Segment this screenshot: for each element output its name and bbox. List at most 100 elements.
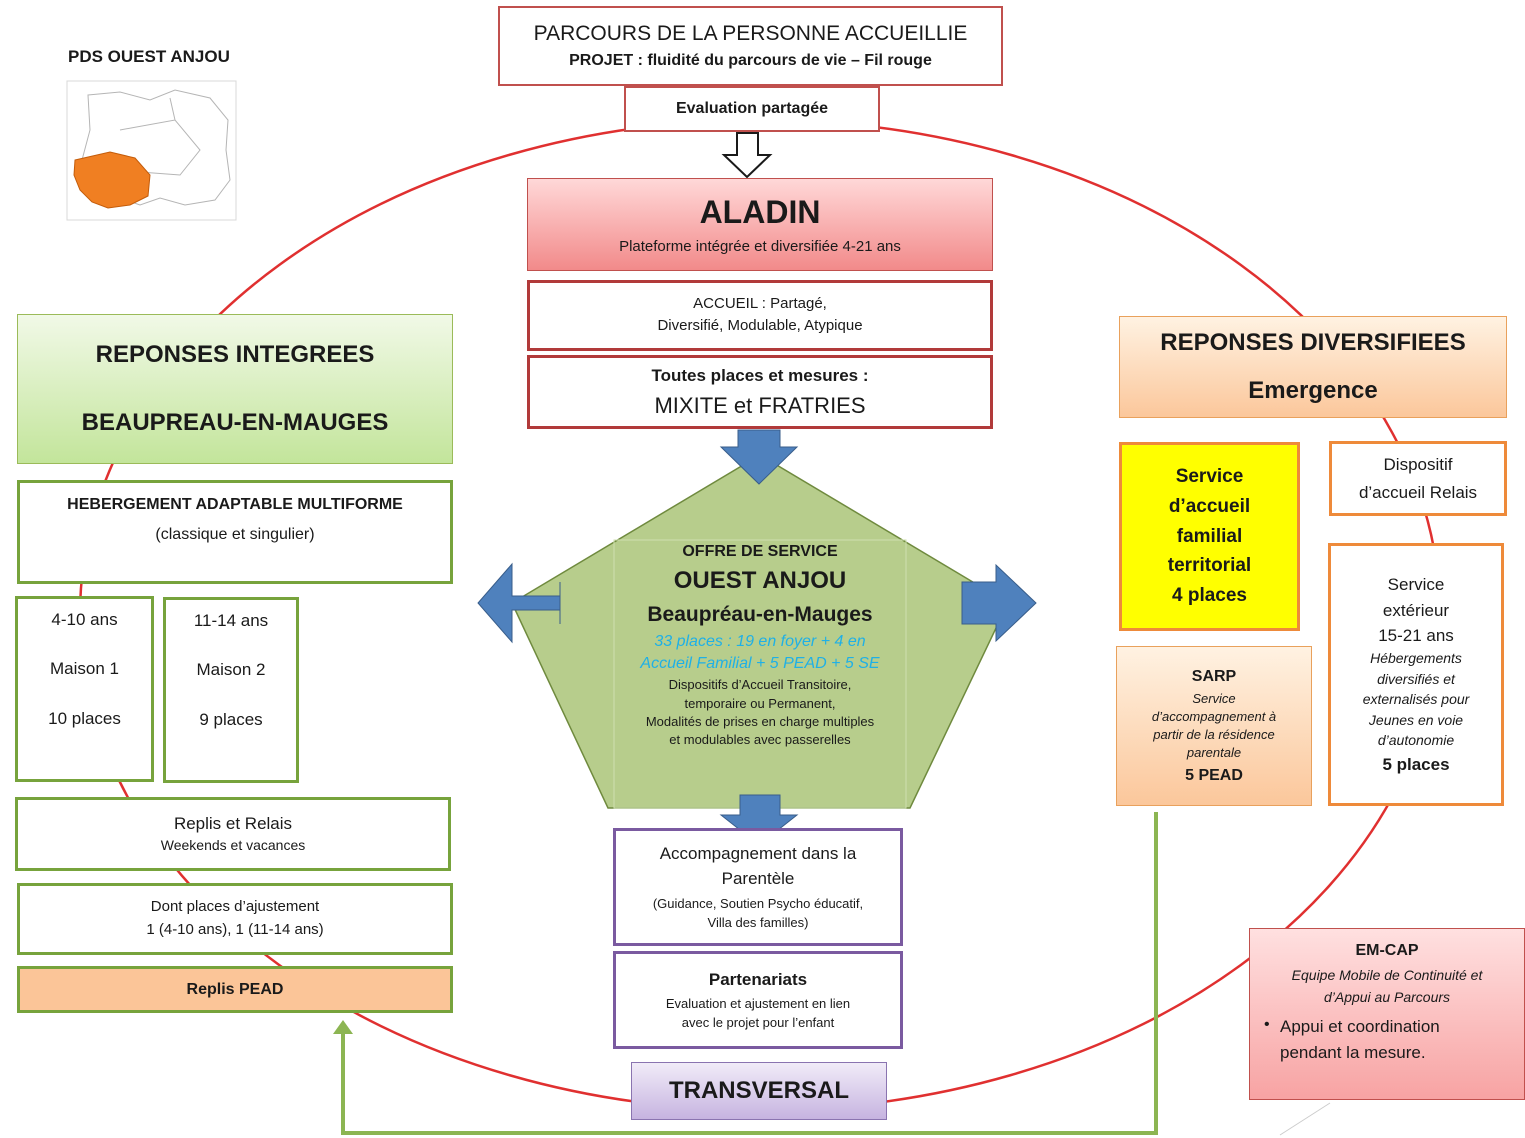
sarp-l4: parentale [1186,745,1242,761]
ajustement-box: Dont places d’ajustement 1 (4-10 ans), 1… [17,883,453,955]
evaluation-box: Evaluation partagée [624,86,880,132]
map-region-ouest-anjou [73,151,151,209]
sarp-l2: d’accompagnement à [1151,708,1277,724]
safaf-line5: 4 places [1172,585,1247,607]
integrees-line2: BEAUPREAU-EN-MAUGES [81,409,389,436]
accompagnement-line4: Villa des familles) [707,914,809,930]
safaf-line2: d’accueil [1168,495,1251,517]
accueil-line1: ACCUEIL : Partagé, [693,295,827,313]
maison1-box: 4-10 ans Maison 1 10 places [15,596,154,782]
header-subtitle: PROJET : fluidité du parcours de vie – F… [569,52,932,70]
exterieur-i2: diversifiés et [1377,670,1455,687]
accueil-line2: Diversifié, Modulable, Atypique [657,317,863,334]
exterieur-l3: 15-21 ans [1378,625,1454,645]
arrow-right [961,563,1037,643]
places-line1: Toutes places et mesures : [651,365,869,385]
emcap-bullet: • [1264,1016,1270,1033]
partenariats-box: Partenariats Evaluation et ajustement en… [613,951,903,1049]
ajustement-line1: Dont places d’ajustement [150,898,320,916]
exterieur-i4: Jeunes en voie [1368,711,1464,728]
header-title: PARCOURS DE LA PERSONNE ACCUEILLIE [533,21,968,45]
maison1-name: Maison 1 [50,659,119,679]
exterieur-box: Service extérieur 15-21 ans Hébergements… [1328,543,1504,806]
hollow-down-arrow [721,132,773,179]
arrow-left [477,562,561,644]
hebergement-box: HEBERGEMENT ADAPTABLE MULTIFORME (classi… [17,480,453,584]
offre-line2: OUEST ANJOU [673,567,847,594]
header-box: PARCOURS DE LA PERSONNE ACCUEILLIE PROJE… [498,6,1003,86]
emcap-box: EM-CAP Equipe Mobile de Continuité et d’… [1249,928,1525,1100]
offre-blue1: 33 places : 19 en foyer + 4 en [654,633,866,651]
replis-line1: Replis et Relais [173,814,293,834]
maison1-places: 10 places [48,708,121,728]
arrow-down-top [719,429,799,485]
sarp-places: 5 PEAD [1185,766,1243,784]
safaf-line4: territorial [1167,555,1252,577]
offre-d1: Dispositifs d’Accueil Transitoire, [668,677,852,693]
green-feedback-line [341,812,1158,1135]
exterieur-places: 5 places [1382,754,1450,774]
hebergement-line1: HEBERGEMENT ADAPTABLE MULTIFORME [67,496,403,513]
offre-d4: et modulables avec passerelles [669,732,851,747]
offre-d3: Modalités de prises en charge multiples [645,713,875,729]
emcap-bullet-item: • Appui et coordination pendant la mesur… [1264,1016,1440,1064]
transversal-label: TRANSVERSAL [668,1077,849,1104]
safaf-line1: Service [1175,466,1244,488]
emcap-title: EM-CAP [1355,942,1419,959]
exterieur-i1: Hébergements [1370,650,1462,666]
replis-pead-box: Replis PEAD [17,966,453,1013]
aladin-box: ALADIN Plateforme intégrée et diversifié… [527,178,993,271]
sarp-title: SARP [1191,667,1237,685]
replis-box: Replis et Relais Weekends et vacances [15,797,451,871]
exterieur-i3: externalisés pour [1362,691,1470,707]
green-feedback-head [333,1020,353,1034]
places-box: Toutes places et mesures : MIXITE et FRA… [527,355,993,429]
pds-label: PDS OUEST ANJOU [68,47,230,66]
emcap-b1: Appui et coordination [1280,1017,1440,1036]
exterieur-l1: Service [1387,575,1445,595]
places-line2: MIXITE et FRATRIES [654,392,866,418]
offre-text: OFFRE DE SERVICE OUEST ANJOU Beaupréau-e… [600,542,920,782]
hebergement-line2: (classique et singulier) [155,526,315,543]
exterieur-l2: extérieur [1382,600,1450,620]
safaf-box: Service d’accueil familial territorial 4… [1119,442,1300,631]
offre-d2: temporaire ou Permanent, [684,695,836,711]
aladin-subtitle: Plateforme intégrée et diversifiée 4-21 … [619,238,901,256]
partenariats-line1: Evaluation et ajustement en lien [665,995,851,1011]
evaluation-label: Evaluation partagée [675,100,829,117]
transversal-box: TRANSVERSAL [631,1062,887,1120]
relais-box: Dispositif d’accueil Relais [1329,441,1507,516]
maison2-age: 11-14 ans [193,611,269,630]
partenariats-title: Partenariats [708,969,808,989]
offre-line3: Beaupréau-en-Mauges [647,603,873,626]
diversifiees-line2: Emergence [1248,377,1378,404]
relais-line1: Dispositif [1383,455,1453,475]
maison2-places: 9 places [199,709,263,729]
offre-blue2: Accueil Familial + 5 PEAD + 5 SE [640,655,880,673]
accueil-box: ACCUEIL : Partagé, Diversifié, Modulable… [527,280,993,351]
corner-line [1279,1102,1331,1136]
accompagnement-line2: Parentèle [721,869,795,889]
maison1-age: 4-10 ans [51,610,118,629]
sarp-box: SARP Service d’accompagnement à partir d… [1116,646,1312,806]
exterieur-i5: d’autonomie [1377,732,1455,748]
replis-line2: Weekends et vacances [160,837,306,854]
safaf-line3: familial [1176,525,1243,547]
diversifiees-box: REPONSES DIVERSIFIEES Emergence [1119,316,1507,418]
sarp-l3: partir de la résidence [1153,727,1275,742]
partenariats-line2: avec le projet pour l’enfant [681,1015,835,1031]
relais-line2: d’accueil Relais [1358,482,1478,502]
accompagnement-box: Accompagnement dans la Parentèle (Guidan… [613,828,903,946]
integrees-box: REPONSES INTEGREES BEAUPREAU-EN-MAUGES [17,314,453,464]
accompagnement-line3: (Guidance, Soutien Psycho éducatif, [652,895,864,911]
emcap-i2: d’Appui au Parcours [1323,988,1451,1005]
sarp-l1: Service [1192,690,1236,706]
accompagnement-line1: Accompagnement dans la [659,844,857,863]
offre-line1: OFFRE DE SERVICE [682,543,838,560]
emcap-b2: pendant la mesure. [1280,1043,1426,1063]
integrees-line1: REPONSES INTEGREES [95,341,375,368]
diversifiees-line1: REPONSES DIVERSIFIEES [1160,329,1466,356]
emcap-i1: Equipe Mobile de Continuité et [1291,967,1483,983]
maison2-name: Maison 2 [196,660,266,680]
